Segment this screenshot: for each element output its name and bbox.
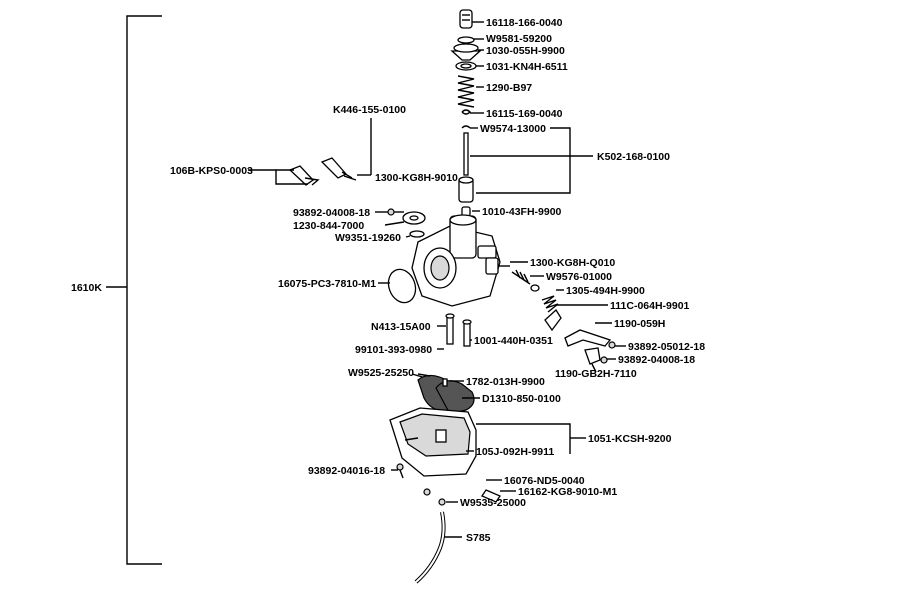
float-part [417, 374, 475, 415]
part-label: W9535-25000 [460, 497, 526, 509]
part-label: 1030-055H-9900 [486, 45, 565, 57]
bowl-screw-b [423, 488, 431, 496]
carburetor-body [411, 214, 510, 307]
part-label: D1310-850-0100 [482, 393, 561, 405]
part-label: 93892-04008-18 [618, 354, 695, 366]
part-label: W9351-19260 [335, 232, 401, 244]
pilot-screw-b [320, 157, 357, 181]
drain-tube [414, 511, 446, 584]
gasket-o-ring [387, 268, 417, 304]
part-label: 99101-393-0980 [355, 344, 432, 356]
bolt-right-b [600, 356, 608, 364]
main-jet [445, 313, 455, 345]
drain-clip [438, 498, 446, 506]
pilot-screw-a [288, 165, 320, 186]
part-label: 93892-04016-18 [308, 465, 385, 477]
part-label: 111C-064H-9901 [610, 300, 690, 312]
idle-screw [511, 269, 531, 285]
part-label: 93892-04008-18 [293, 207, 370, 219]
slow-jet [462, 319, 472, 347]
part-label: 105J-092H-9911 [476, 446, 554, 458]
part-label: 1300-KG8H-Q010 [530, 257, 615, 269]
choke-lever [564, 329, 612, 347]
part-label: 93892-05012-18 [628, 341, 705, 353]
top-cap [459, 9, 473, 29]
part-label: 1190-GB2H-7110 [555, 368, 637, 380]
bowl-screw [396, 463, 404, 479]
nut-part [457, 36, 475, 44]
needle-part [463, 132, 469, 176]
o-ring-small [409, 230, 425, 238]
clip-part [461, 109, 471, 115]
part-label: 16115-169-0040 [486, 108, 563, 120]
part-label: 16075-PC3-7810-M1 [278, 278, 376, 290]
cover-plate [402, 211, 426, 225]
float-needle [442, 378, 448, 387]
washer-right [530, 284, 540, 292]
gasket-ring [455, 61, 477, 71]
part-label: 16162-KG8-9010-M1 [518, 486, 617, 498]
spring-part [457, 75, 475, 108]
part-label: 1300-KG8H-9010 [375, 172, 458, 184]
leader-lines [248, 21, 626, 538]
lever-arm [544, 308, 562, 332]
float-bowl [389, 407, 477, 477]
clip-ring [461, 125, 471, 129]
part-label: 106B-KPS0-0003 [170, 165, 253, 177]
part-label: 1051-KCSH-9200 [588, 433, 672, 445]
part-label: 1010-43FH-9900 [482, 206, 562, 218]
small-screw-a [387, 208, 404, 216]
part-label: K446-155-0100 [333, 104, 406, 116]
part-label: S785 [466, 532, 491, 544]
drain-plug [481, 489, 501, 503]
part-label: 1001-440H-0351 [474, 335, 553, 347]
part-label: N413-15A00 [371, 321, 431, 333]
part-label: 1230-844-7000 [293, 220, 364, 232]
assembly-bracket [106, 15, 162, 565]
part-label: W9581-59200 [486, 33, 552, 45]
bolt-right-a [608, 341, 616, 349]
part-label: K502-168-0100 [597, 151, 670, 163]
part-label: 1290-B97 [486, 82, 532, 94]
part-label: 1305-494H-9900 [566, 285, 645, 297]
bracket-part [584, 347, 601, 365]
part-label: 16118-166-0040 [486, 17, 563, 29]
part-label: 1190-059H [614, 318, 665, 330]
part-label: 16076-ND5-0040 [504, 475, 585, 487]
part-label: 1782-013H-9900 [466, 376, 545, 388]
throttle-valve [458, 176, 474, 203]
part-label: W9576-01000 [546, 271, 612, 283]
top-cover [450, 43, 482, 61]
part-label: W9525-25250 [348, 367, 414, 379]
assembly-label: 1610K [71, 282, 102, 294]
part-label: 1031-KN4H-6511 [486, 61, 568, 73]
spring-right [541, 295, 559, 313]
part-label: W9574-13000 [480, 123, 546, 135]
